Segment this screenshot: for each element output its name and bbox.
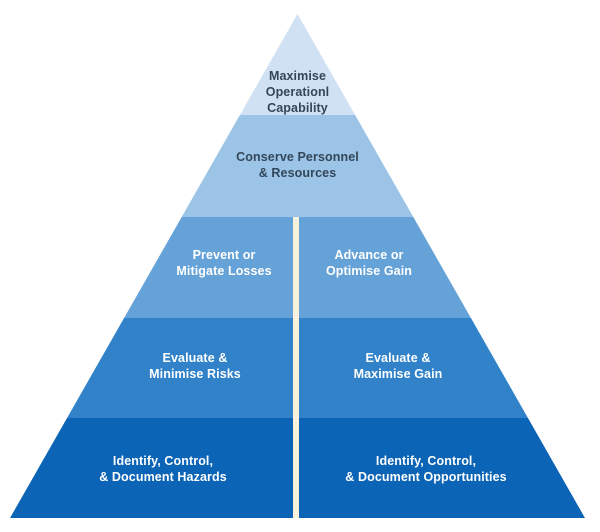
pyramid-level-3-band bbox=[10, 217, 585, 318]
pyramid-level-5-band bbox=[10, 418, 585, 518]
level-4-right-label: Evaluate & Maximise Gain bbox=[353, 351, 443, 381]
level-3-left-label: Prevent or Mitigate Losses bbox=[176, 248, 272, 278]
pyramid-level-4-band bbox=[10, 318, 585, 418]
level-2-label: Conserve Personnel & Resources bbox=[236, 150, 359, 180]
level-3-right-label: Advance or Optimise Gain bbox=[325, 248, 413, 278]
level-4-left-label: Evaluate & Minimise Risks bbox=[149, 351, 241, 381]
center-divider-line bbox=[292, 217, 299, 518]
level-1-label: Maximise Operationl Capability bbox=[265, 69, 330, 115]
level-5-left-label: Identify, Control, & Document Hazards bbox=[99, 454, 227, 484]
level-5-right-label: Identify, Control, & Document Opportunit… bbox=[345, 454, 507, 484]
